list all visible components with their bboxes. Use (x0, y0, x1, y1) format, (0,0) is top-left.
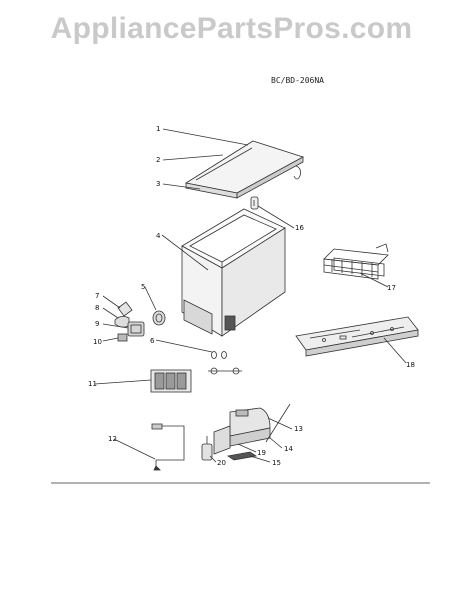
callout-17[interactable]: 17 (387, 284, 396, 292)
leader-line-2 (162, 154, 224, 161)
control-components[interactable] (114, 301, 145, 342)
callout-20[interactable]: 20 (217, 459, 226, 467)
feet-part[interactable] (208, 351, 242, 375)
leader-line-13 (267, 417, 293, 430)
bracket-part[interactable] (226, 451, 258, 461)
leader-line-9 (102, 323, 129, 329)
leader-line-10 (102, 337, 119, 342)
leader-line-1 (162, 128, 249, 146)
power-cord-part[interactable] (151, 423, 185, 471)
callout-8[interactable]: 8 (95, 304, 99, 312)
leader-line-20 (209, 455, 217, 463)
callout-9[interactable]: 9 (95, 320, 99, 328)
leader-line-16 (257, 205, 295, 229)
model-number: BC/BD-206NA (271, 76, 324, 85)
thermostat-knob-part[interactable] (152, 310, 166, 326)
callout-10[interactable]: 10 (93, 338, 102, 346)
leader-line-15 (249, 455, 271, 463)
leader-line-4 (161, 234, 209, 271)
leader-line-12 (113, 438, 156, 460)
callout-11[interactable]: 11 (88, 380, 97, 388)
callout-16[interactable]: 16 (295, 224, 304, 232)
leader-line-5 (144, 286, 157, 311)
leader-line-8 (102, 307, 119, 319)
callout-7[interactable]: 7 (95, 292, 99, 300)
tube-part[interactable] (265, 403, 291, 443)
callout-4[interactable]: 4 (156, 232, 161, 240)
leader-line-17 (359, 272, 389, 288)
callout-1[interactable]: 1 (156, 125, 160, 133)
leader-line-18 (383, 337, 407, 364)
ice-tray-part[interactable] (150, 369, 192, 393)
callout-13[interactable]: 13 (294, 425, 303, 433)
callout-15[interactable]: 15 (272, 459, 281, 467)
lid-part[interactable] (184, 140, 305, 199)
leader-line-3 (162, 183, 201, 190)
compressor-part[interactable] (213, 407, 271, 455)
callout-2[interactable]: 2 (156, 156, 160, 164)
callout-19[interactable]: 19 (257, 449, 266, 457)
callout-6[interactable]: 6 (150, 337, 155, 345)
callout-12[interactable]: 12 (108, 435, 117, 443)
leader-line-19 (237, 443, 257, 453)
callout-3[interactable]: 3 (156, 180, 160, 188)
hinge-part[interactable] (250, 196, 259, 210)
capacitor-part[interactable] (201, 436, 213, 461)
site-watermark: AppliancePartsPros.com (50, 12, 413, 45)
cabinet-part[interactable] (181, 208, 286, 337)
basket-part[interactable] (323, 243, 389, 280)
callout-5[interactable]: 5 (141, 283, 145, 291)
leader-line-7 (102, 295, 121, 309)
leader-line-11 (94, 379, 152, 385)
callout-14[interactable]: 14 (284, 445, 293, 453)
base-plate-part[interactable] (295, 316, 419, 357)
leader-line-14 (269, 437, 283, 449)
leader-line-6 (155, 339, 213, 353)
callout-18[interactable]: 18 (406, 361, 415, 369)
